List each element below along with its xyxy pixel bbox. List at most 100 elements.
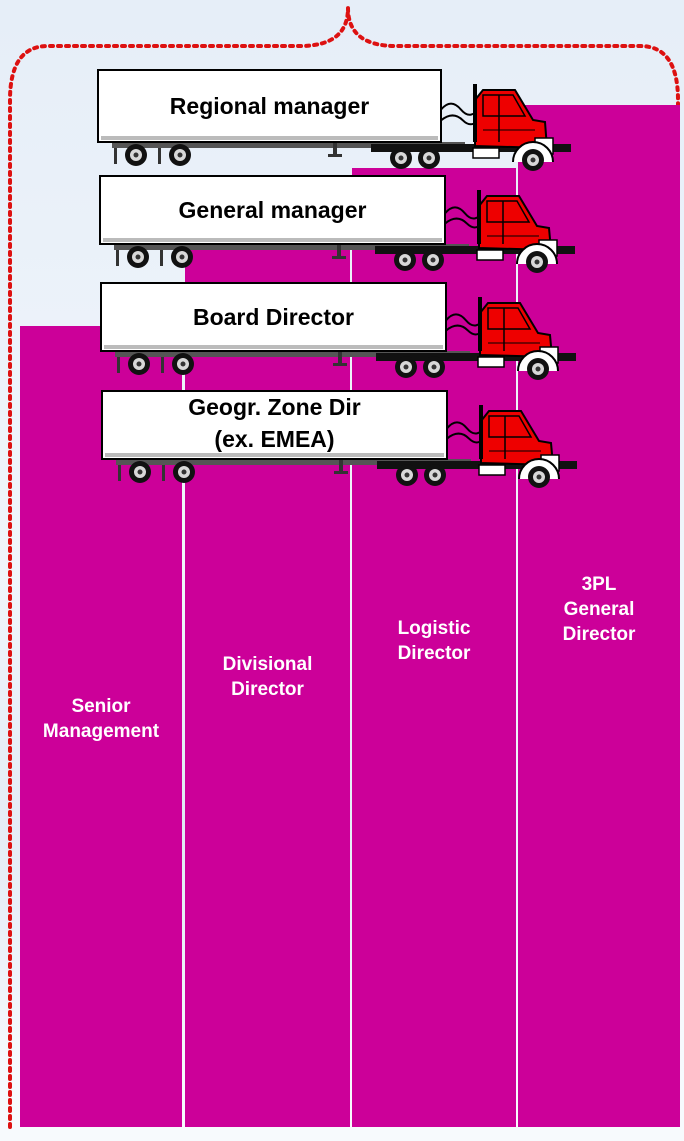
front-wheel <box>527 358 549 380</box>
column-label-line: Director <box>398 643 471 664</box>
column-label-line: Director <box>563 624 636 645</box>
column-label-line: Management <box>43 721 160 742</box>
tractor-frame <box>375 246 575 254</box>
hub-center <box>181 469 187 475</box>
cab-window <box>486 200 531 223</box>
cab-window <box>488 415 533 438</box>
cab-step <box>477 356 505 368</box>
trailer-wheel <box>128 353 150 375</box>
column-label-line: Divisional <box>223 654 313 675</box>
trailer-shadow <box>105 453 444 457</box>
front-wheel <box>522 149 544 171</box>
trailer-chassis <box>115 351 470 357</box>
column-label-line: Senior <box>71 696 131 717</box>
front-wheel <box>526 251 548 273</box>
mudflap <box>118 465 121 481</box>
trailer-label-geogr: Geogr. Zone Dir(ex. EMEA) <box>188 394 361 452</box>
truck-general: General manager <box>99 175 575 273</box>
hub-center <box>404 472 410 478</box>
hub-center <box>431 364 437 370</box>
trailer-wheel <box>173 461 195 483</box>
hub-center <box>530 157 536 163</box>
dotted-brace-border <box>8 7 680 1129</box>
trailer-label-line: Board Director <box>193 304 354 330</box>
cab-step <box>476 249 504 261</box>
mudflap <box>162 465 165 481</box>
mudflap <box>116 250 119 266</box>
hub-center <box>432 472 438 478</box>
trailer-box <box>99 175 446 245</box>
trailer-box <box>100 282 447 352</box>
trailer-label-line: Regional manager <box>170 93 369 119</box>
drive-wheel <box>423 356 445 378</box>
trailer-chassis <box>114 244 469 250</box>
landing-gear <box>333 142 337 156</box>
drive-wheel <box>418 147 440 169</box>
trailer-shadow <box>101 136 438 140</box>
mudflap <box>160 250 163 266</box>
trailer-wheel <box>129 461 151 483</box>
trailer-wheel <box>127 246 149 268</box>
landing-gear-foot <box>332 256 346 259</box>
trailer-wheel <box>172 353 194 375</box>
hub-center <box>430 257 436 263</box>
cab-window <box>482 94 527 117</box>
trailer-chassis <box>112 142 465 148</box>
trailer-box <box>101 390 448 460</box>
hub-center <box>136 361 142 367</box>
landing-gear <box>337 244 341 258</box>
drive-wheel <box>390 147 412 169</box>
column-label-line: 3PL <box>582 574 617 595</box>
column-divisional <box>185 230 350 1127</box>
cab-window <box>487 307 532 330</box>
hub-center <box>137 469 143 475</box>
landing-gear-foot <box>333 363 347 366</box>
landing-gear <box>338 351 342 365</box>
drive-wheel <box>394 249 416 271</box>
hub-center <box>535 366 541 372</box>
trailer-wheel <box>171 246 193 268</box>
truck-board: Board Director <box>100 282 576 380</box>
cab-step <box>472 147 500 159</box>
hub-center <box>402 257 408 263</box>
landing-gear <box>339 459 343 473</box>
drive-wheel <box>424 464 446 486</box>
column-label-line: Logistic <box>398 618 471 639</box>
truck-geogr: Geogr. Zone Dir(ex. EMEA) <box>101 390 577 488</box>
trailer-wheel <box>125 144 147 166</box>
drive-wheel <box>395 356 417 378</box>
landing-gear-foot <box>328 154 342 157</box>
trailer-label-board: Board Director <box>193 304 354 330</box>
trailer-wheel <box>169 144 191 166</box>
trailer-label-line: Geogr. Zone Dir <box>188 394 361 420</box>
mudflap <box>161 357 164 373</box>
hub-center <box>426 155 432 161</box>
tractor-frame <box>377 461 577 469</box>
hub-center <box>135 254 141 260</box>
trailer-label-general: General manager <box>179 197 367 223</box>
hub-center <box>398 155 404 161</box>
truck-regional: Regional manager <box>97 69 571 171</box>
tractor-frame <box>371 144 571 152</box>
mudflap <box>114 148 117 164</box>
hub-center <box>179 254 185 260</box>
column-3pl <box>518 105 680 1127</box>
tractor-frame <box>376 353 576 361</box>
trailer-label-line: General manager <box>179 197 367 223</box>
hub-center <box>177 152 183 158</box>
mudflap <box>158 148 161 164</box>
drive-wheel <box>422 249 444 271</box>
exhaust-stack <box>473 84 477 142</box>
front-wheel <box>528 466 550 488</box>
column-label-line: Director <box>231 679 304 700</box>
trailer-chassis <box>116 459 471 465</box>
trailer-box <box>97 69 442 143</box>
hub-center <box>534 259 540 265</box>
